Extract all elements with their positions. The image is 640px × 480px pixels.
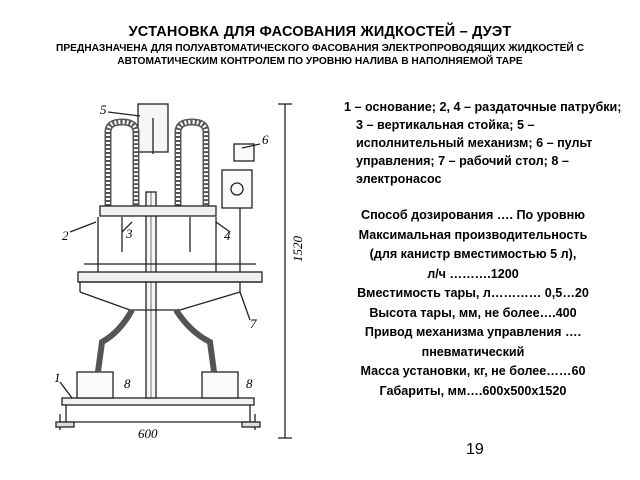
label-2: 2 [62,228,69,243]
spec-line: Масса установки, кг, не более……60 [360,364,586,378]
dimension-height: 1520 [290,236,305,263]
spec-line: (для канистр вместимостью 5 л), [369,247,577,261]
dimension-width: 600 [138,426,158,441]
specs-list: Способ дозирования …. По уровню Максимал… [318,206,628,401]
spec-line: л/ч ……….1200 [427,266,519,281]
spec-line: Вместимость тары, л………… 0,5…20 [357,286,589,300]
label-8b: 8 [246,376,253,391]
spec-line: Способ дозирования …. По уровню [360,208,586,222]
label-8a: 8 [124,376,131,391]
equipment-drawing: 1 2 3 4 5 6 7 8 8 1520 600 [54,102,305,441]
label-1: 1 [54,370,61,385]
page-number: 19 [466,441,484,458]
label-4: 4 [224,228,231,243]
label-6: 6 [262,132,269,147]
spec-line: Габариты, мм….600х500х1520 [379,383,567,398]
label-7: 7 [250,316,257,331]
legend-text: 1 – основание; 2, 4 – раздаточные патруб… [344,100,622,186]
label-5: 5 [100,102,107,117]
spec-line: Высота тары, мм, не более….400 [369,305,577,320]
spec-line: Максимальная производительность [358,227,588,242]
label-3: 3 [125,226,133,241]
page-subtitle: ПРЕДНАЗНАЧЕНА ДЛЯ ПОЛУАВТОМАТИЧЕСКОГО ФА… [56,43,584,67]
page-title: УСТАНОВКА ДЛЯ ФАСОВАНИЯ ЖИДКОСТЕЙ – ДУЭТ [128,24,512,40]
spec-line: Привод механизма управления …. пневматич… [364,325,582,359]
